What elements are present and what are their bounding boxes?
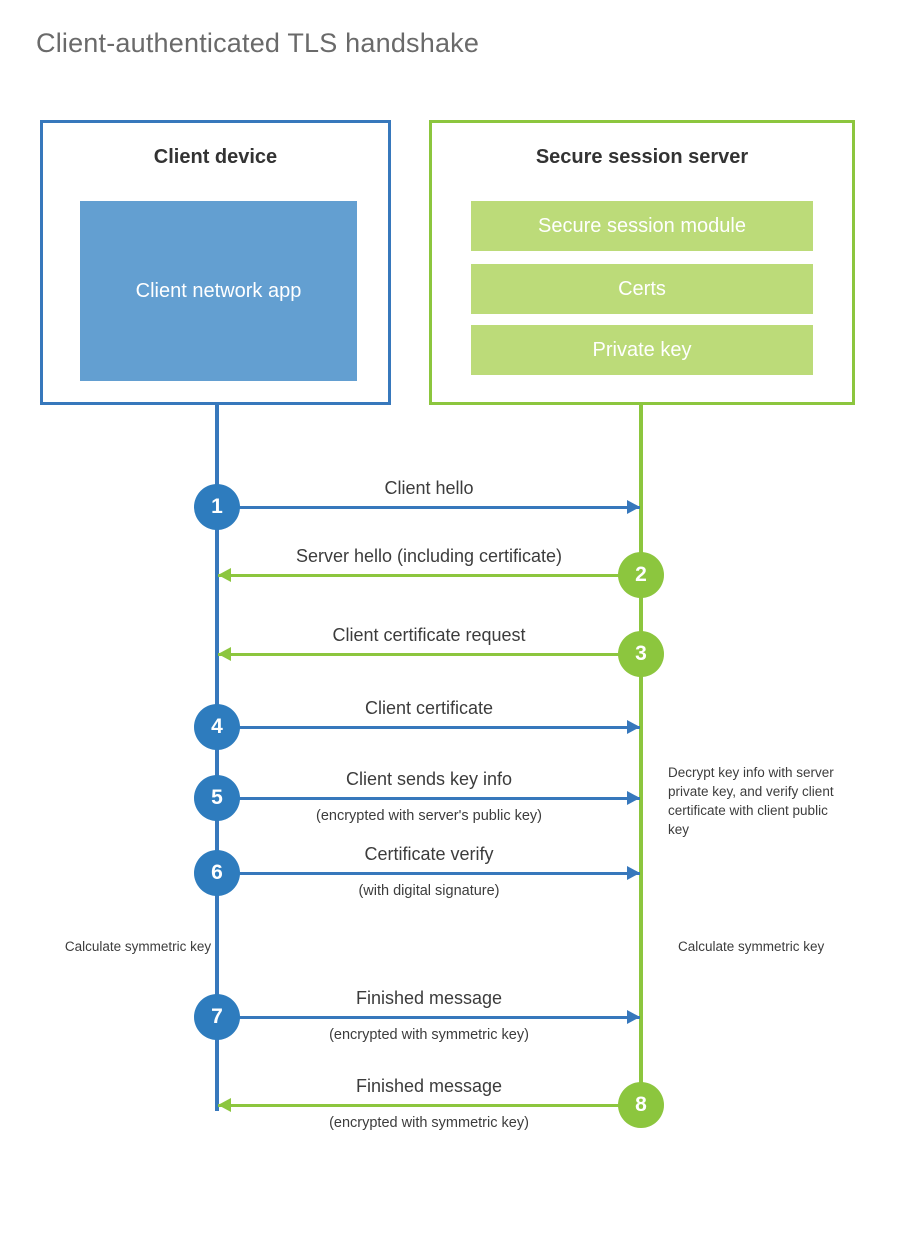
message-arrow-1: [218, 505, 640, 509]
message-sublabel-5: (encrypted with server's public key): [316, 808, 542, 824]
annotation-calculate-symmetric-key-server: Calculate symmetric key: [678, 939, 825, 954]
server-lifeline: [639, 405, 643, 1107]
message-label-1: Client hello: [384, 478, 474, 498]
annotation-decrypt-key-info: Decrypt key info with server private key…: [668, 765, 834, 838]
message-arrow-4: [218, 725, 640, 729]
step-circle-6[interactable]: 6: [194, 850, 240, 896]
message-arrow-5: [218, 796, 640, 800]
message-sublabel-6: (with digital signature): [358, 883, 500, 899]
client-device-title: Client device: [153, 146, 278, 168]
step-circle-5[interactable]: 5: [194, 775, 240, 821]
annotation-calculate-symmetric-key-client: Calculate symmetric key: [64, 939, 212, 954]
page-title: Client-authenticated TLS handshake: [36, 28, 480, 58]
server-block-certs: Certs: [471, 264, 813, 314]
step-circle-3[interactable]: 3: [618, 631, 664, 677]
arrowhead-4: [627, 720, 640, 734]
participant-client-device: Client device Client network app: [40, 120, 391, 405]
message-arrow-7: [218, 1015, 640, 1019]
server-block-secure-session-module: Secure session module: [471, 201, 813, 251]
arrowhead-7: [627, 1010, 640, 1024]
message-arrow-3: [218, 652, 640, 656]
arrowhead-2: [218, 568, 231, 582]
step-circle-7[interactable]: 7: [194, 994, 240, 1040]
message-label-8: Finished message: [355, 1076, 503, 1096]
step-circle-8[interactable]: 8: [618, 1082, 664, 1128]
message-label-6: Certificate verify: [364, 844, 494, 864]
arrowhead-5: [627, 791, 640, 805]
server-block-private-key: Private key: [471, 325, 813, 375]
arrowhead-3: [218, 647, 231, 661]
arrowhead-1: [627, 500, 640, 514]
arrowhead-8: [218, 1098, 231, 1112]
message-label-7: Finished message: [355, 988, 503, 1008]
message-label-3: Client certificate request: [332, 625, 526, 645]
message-sublabel-7: (encrypted with symmetric key): [329, 1027, 529, 1043]
step-circle-1[interactable]: 1: [194, 484, 240, 530]
message-arrow-6: [218, 871, 640, 875]
step-circle-4[interactable]: 4: [194, 704, 240, 750]
message-arrow-8: [218, 1103, 640, 1107]
message-label-2: Server hello (including certificate): [295, 546, 563, 566]
secure-session-server-title: Secure session server: [535, 146, 749, 168]
message-arrow-2: [218, 573, 640, 577]
message-label-5: Client sends key info: [345, 769, 513, 789]
message-sublabel-8: (encrypted with symmetric key): [329, 1115, 529, 1131]
message-label-4: Client certificate: [364, 698, 494, 718]
participant-secure-session-server: Secure session server Secure session mod…: [429, 120, 855, 405]
step-circle-2[interactable]: 2: [618, 552, 664, 598]
client-network-app-block: Client network app: [80, 201, 357, 381]
arrowhead-6: [627, 866, 640, 880]
client-lifeline: [215, 405, 219, 1111]
